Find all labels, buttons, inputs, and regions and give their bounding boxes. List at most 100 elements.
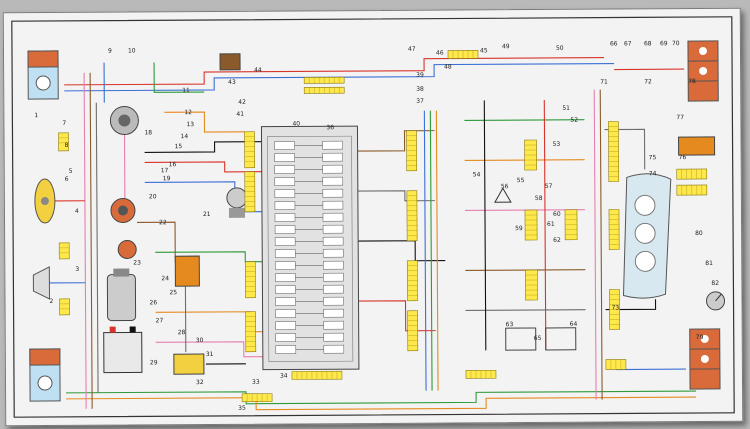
starter <box>117 240 137 260</box>
callout-number: 61 <box>547 221 555 228</box>
callout-number: 65 <box>534 335 542 342</box>
fuse <box>275 309 296 318</box>
callout-number: 20 <box>149 193 157 200</box>
callout-number: 62 <box>553 237 561 244</box>
wire <box>164 111 245 133</box>
fuse <box>322 176 344 186</box>
wire <box>144 161 263 173</box>
callout-number: 41 <box>236 111 244 118</box>
fuse <box>323 320 344 330</box>
callout-number: 26 <box>149 299 157 306</box>
wire <box>605 299 657 311</box>
callout-number: 56 <box>501 183 509 190</box>
fuse <box>322 188 344 198</box>
connector <box>59 298 70 316</box>
wire <box>358 240 446 262</box>
wire <box>543 99 547 350</box>
callout-number: 52 <box>570 117 578 124</box>
callout-number: 43 <box>228 79 236 86</box>
fuse <box>274 201 296 210</box>
fuse <box>275 321 296 330</box>
right-tail-lamp-lower <box>689 328 721 390</box>
callout-number: 67 <box>624 40 632 47</box>
fuse <box>275 285 296 294</box>
left-headlight-lower <box>29 348 61 402</box>
fuse <box>322 224 344 234</box>
callout-number: 69 <box>660 40 668 47</box>
switch-panel <box>678 136 716 156</box>
wire <box>66 396 697 411</box>
callout-number: 2 <box>49 298 53 305</box>
callout-number: 22 <box>159 219 167 226</box>
fuse <box>323 332 345 342</box>
connector <box>244 131 255 169</box>
callout-number: 70 <box>672 40 680 47</box>
callout-number: 12 <box>184 109 192 116</box>
wire <box>423 110 427 391</box>
callout-number: 5 <box>69 168 73 175</box>
fuse <box>274 177 296 186</box>
callout-number: 23 <box>133 259 141 266</box>
callout-number: 72 <box>644 78 652 85</box>
callout-number: 73 <box>612 304 620 311</box>
callout-number: 58 <box>535 195 543 202</box>
wire <box>593 89 597 400</box>
right-tail-lamp <box>687 40 719 102</box>
top-left-motor <box>219 53 241 71</box>
fuse <box>322 248 344 258</box>
fuse <box>274 141 295 150</box>
connector <box>58 242 70 260</box>
wire <box>465 309 586 311</box>
callout-number: 21 <box>203 211 211 218</box>
fuse <box>275 261 296 270</box>
callout-number: 40 <box>292 120 300 127</box>
instrument-cluster <box>622 173 672 299</box>
fuse <box>323 344 345 354</box>
ignition-coil <box>106 268 137 322</box>
fuse <box>323 308 344 318</box>
callout-number: 50 <box>556 45 564 52</box>
callout-number: 68 <box>644 40 652 47</box>
switch-block-lower <box>505 327 577 351</box>
fuse <box>275 273 296 282</box>
fuse <box>323 272 344 282</box>
callout-number: 1 <box>34 112 38 119</box>
wire <box>89 72 93 409</box>
fuse <box>275 297 296 306</box>
callout-number: 54 <box>473 171 481 178</box>
fuse <box>274 165 295 174</box>
distributor <box>109 106 139 136</box>
callout-number: 11 <box>182 87 190 94</box>
callout-number: 47 <box>408 46 416 53</box>
wire <box>137 221 176 263</box>
wire <box>155 251 264 263</box>
fuse <box>322 152 343 162</box>
fuel-gauge-sender <box>706 291 726 311</box>
callout-number: 31 <box>206 351 214 358</box>
battery <box>103 326 143 374</box>
callout-number: 36 <box>326 124 334 131</box>
fuse <box>275 345 297 354</box>
callout-number: 66 <box>610 41 618 48</box>
callout-number: 45 <box>480 47 488 54</box>
callout-number: 76 <box>679 154 687 161</box>
relay-module <box>174 255 200 287</box>
wire <box>144 141 263 153</box>
callout-number: 75 <box>649 154 657 161</box>
wire <box>599 89 603 400</box>
wire <box>464 119 585 121</box>
callout-number: 46 <box>436 50 444 57</box>
callout-number: 71 <box>600 79 608 86</box>
callout-number: 82 <box>711 280 719 287</box>
callout-number: 14 <box>180 133 188 140</box>
callout-number: 32 <box>196 379 204 386</box>
callout-number: 74 <box>649 170 657 177</box>
fuse <box>322 164 343 174</box>
callout-number: 10 <box>128 47 136 54</box>
callout-number: 55 <box>517 177 525 184</box>
wire <box>83 72 87 409</box>
callout-number: 53 <box>553 141 561 148</box>
callout-number: 27 <box>156 317 164 324</box>
fuse <box>275 333 297 342</box>
